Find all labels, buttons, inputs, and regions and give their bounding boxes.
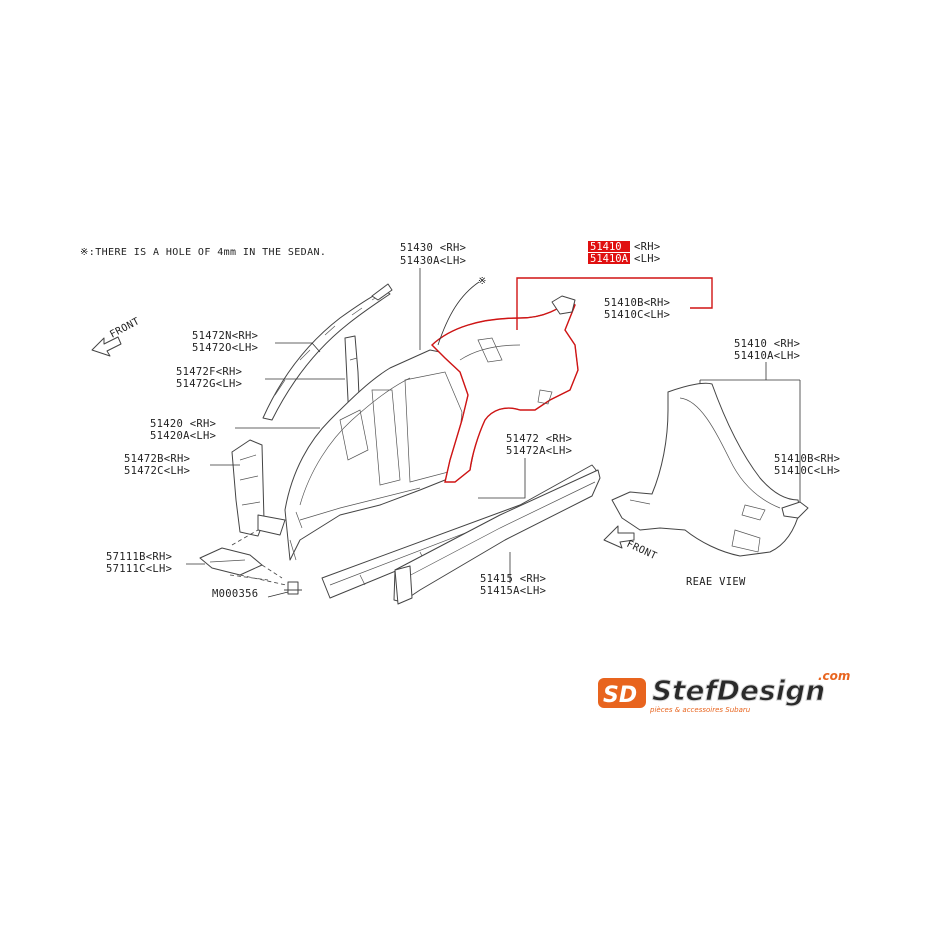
rear-quarter-panel-view[interactable] bbox=[611, 382, 801, 557]
label-51472n: 51472N<RH> bbox=[192, 330, 258, 342]
label-51420: 51420 <RH> bbox=[150, 418, 216, 430]
rear-piece-51410b[interactable] bbox=[781, 501, 809, 519]
highlight-51410a bbox=[588, 253, 630, 264]
side-body-51420[interactable] bbox=[284, 349, 481, 561]
bolt-m000356[interactable] bbox=[284, 581, 302, 595]
rear-leader-lines bbox=[699, 362, 801, 505]
sedan-hole-note: ※:THERE IS A HOLE OF 4mm IN THE SEDAN. bbox=[80, 247, 326, 258]
label-m000356: M000356 bbox=[212, 588, 258, 600]
logo-tagline: pièces & accessoires Subaru bbox=[649, 706, 751, 714]
label-51472g: 51472G<LH> bbox=[176, 378, 242, 390]
label-51472o: 51472O<LH> bbox=[192, 342, 258, 354]
sill-51415[interactable] bbox=[393, 469, 601, 605]
label-57111b: 57111B<RH> bbox=[106, 551, 172, 563]
bracket-57111b[interactable] bbox=[199, 547, 263, 576]
front-arrow-icon bbox=[91, 336, 122, 357]
leader-lines bbox=[186, 268, 526, 598]
highlight-51410 bbox=[588, 241, 630, 252]
label-51472f: 51472F<RH> bbox=[176, 366, 242, 378]
rear-label-51410a: 51410A<LH> bbox=[734, 350, 800, 362]
label-51415: 51415 <RH> bbox=[480, 573, 546, 585]
label-51415a: 51415A<LH> bbox=[480, 585, 546, 597]
rear-quarter-panel-51410[interactable] bbox=[430, 299, 579, 483]
highlight-bracket bbox=[516, 277, 713, 330]
label-51410-highlighted: 51410 bbox=[590, 241, 622, 253]
label-51420a: 51420A<LH> bbox=[150, 430, 216, 442]
rear-view-label: REAE VIEW bbox=[686, 576, 746, 588]
label-51410b: 51410B<RH> bbox=[604, 297, 670, 309]
label-51472c: 51472C<LH> bbox=[124, 465, 190, 477]
roof-rail-51472n[interactable] bbox=[262, 283, 393, 421]
label-51410c: 51410C<LH> bbox=[604, 309, 670, 321]
label-51472a: 51472A<LH> bbox=[506, 445, 572, 457]
label-51472b: 51472B<RH> bbox=[124, 453, 190, 465]
label-51472: 51472 <RH> bbox=[506, 433, 572, 445]
rear-label-51410c: 51410C<LH> bbox=[774, 465, 840, 477]
front-label-rear: FRONT bbox=[625, 539, 659, 563]
logo-wordmark: StefDesign bbox=[652, 674, 825, 707]
rear-label-51410: 51410 <RH> bbox=[734, 338, 800, 350]
front-label: FRONT bbox=[108, 316, 142, 341]
label-57111c: 57111C<LH> bbox=[106, 563, 172, 575]
rear-label-51410b: 51410B<RH> bbox=[774, 453, 840, 465]
label-51430a: 51430A<LH> bbox=[400, 255, 466, 267]
a-pillar-lower-51472b[interactable] bbox=[231, 439, 286, 537]
logo-badge bbox=[598, 678, 646, 708]
label-51430: 51430 <RH> bbox=[400, 242, 466, 254]
front-arrow-rear-icon bbox=[603, 525, 635, 549]
label-51410a-lh: <LH> bbox=[634, 253, 661, 265]
label-51410a-highlighted: 51410A bbox=[590, 253, 629, 265]
stefdesign-logo[interactable]: SD StefDesign .com pièces & accessoires … bbox=[598, 669, 850, 714]
label-51410-rh: <RH> bbox=[634, 241, 661, 253]
note-marker: ※ bbox=[478, 276, 487, 287]
logo-domain: .com bbox=[818, 669, 850, 683]
logo-mark: SD bbox=[603, 683, 637, 708]
quarter-piece-51410b[interactable] bbox=[551, 295, 576, 315]
